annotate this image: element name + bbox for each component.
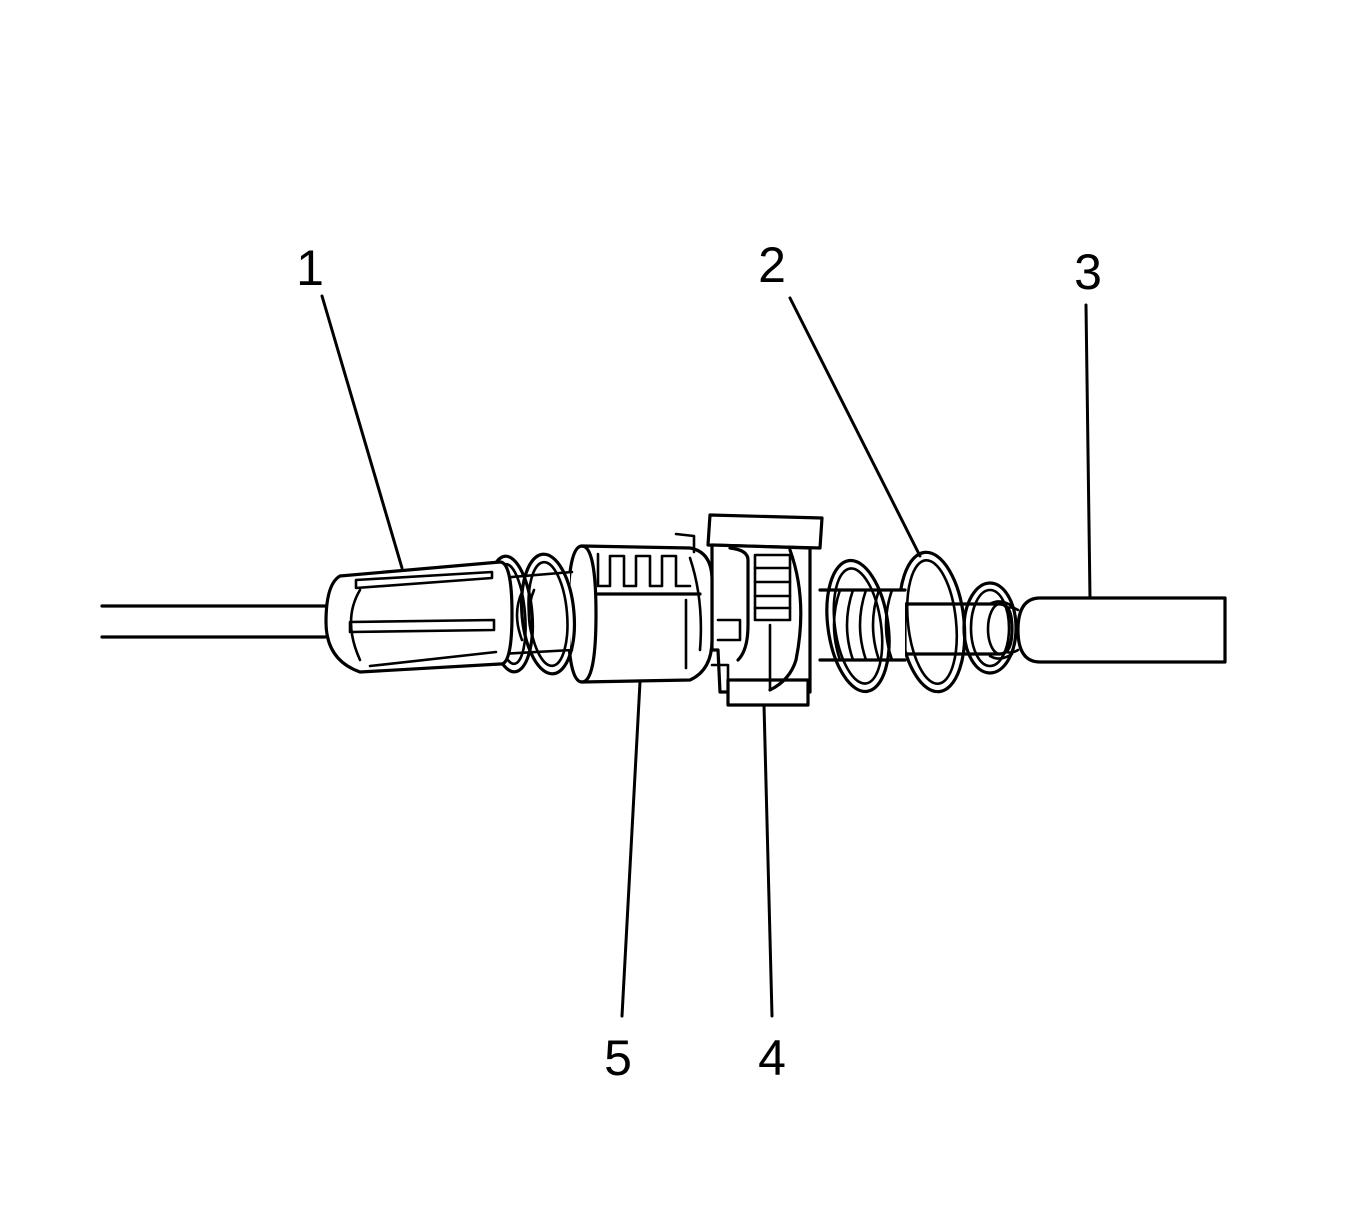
connector-housing: [566, 532, 714, 684]
callout-4: 4: [758, 1030, 786, 1086]
leader-4: [762, 703, 774, 1018]
callout-2: 2: [758, 237, 786, 293]
leader-2: [788, 296, 922, 558]
right-pipe: [988, 596, 1227, 664]
male-tube-end: [903, 602, 1014, 656]
callout-5: 5: [604, 1030, 632, 1086]
callout-1: 1: [296, 240, 324, 296]
left-fuel-line: [100, 604, 327, 639]
callout-3: 3: [1074, 244, 1102, 300]
leader-5: [620, 680, 642, 1018]
release-tool: [324, 560, 514, 674]
retainer-clip: [706, 513, 824, 707]
leader-lines: [320, 294, 1092, 1018]
callout-labels: 1 2 3 4 5: [296, 237, 1102, 1086]
right-spring: [818, 558, 907, 694]
leader-1: [320, 294, 404, 570]
leader-3: [1084, 303, 1092, 600]
